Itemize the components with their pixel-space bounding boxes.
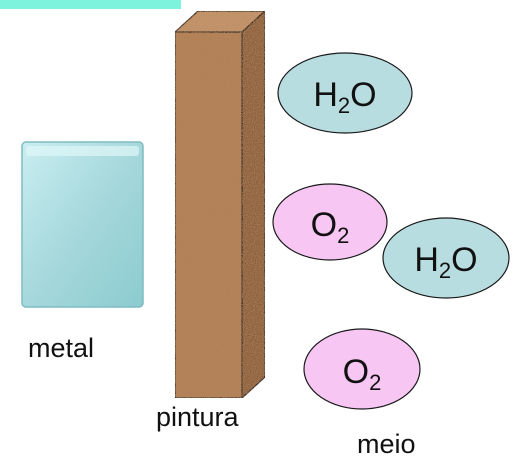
molecule-o2-middle: O2 bbox=[272, 183, 388, 261]
molecule-h2o-top: H2O bbox=[277, 52, 413, 134]
metal-label: metal bbox=[28, 333, 94, 363]
metal-block bbox=[21, 141, 144, 308]
svg-text:H2O: H2O bbox=[414, 241, 477, 283]
molecule-o2-bottom: O2 bbox=[303, 328, 421, 410]
header-strip bbox=[0, 0, 181, 9]
svg-text:H2O: H2O bbox=[313, 76, 376, 118]
medium-label: meio bbox=[357, 429, 416, 459]
paint-layer bbox=[173, 9, 267, 400]
svg-text:O2: O2 bbox=[343, 353, 382, 395]
molecule-h2o-right: H2O bbox=[382, 217, 510, 299]
svg-text:O2: O2 bbox=[311, 206, 350, 248]
paint-label: pintura bbox=[156, 402, 240, 432]
